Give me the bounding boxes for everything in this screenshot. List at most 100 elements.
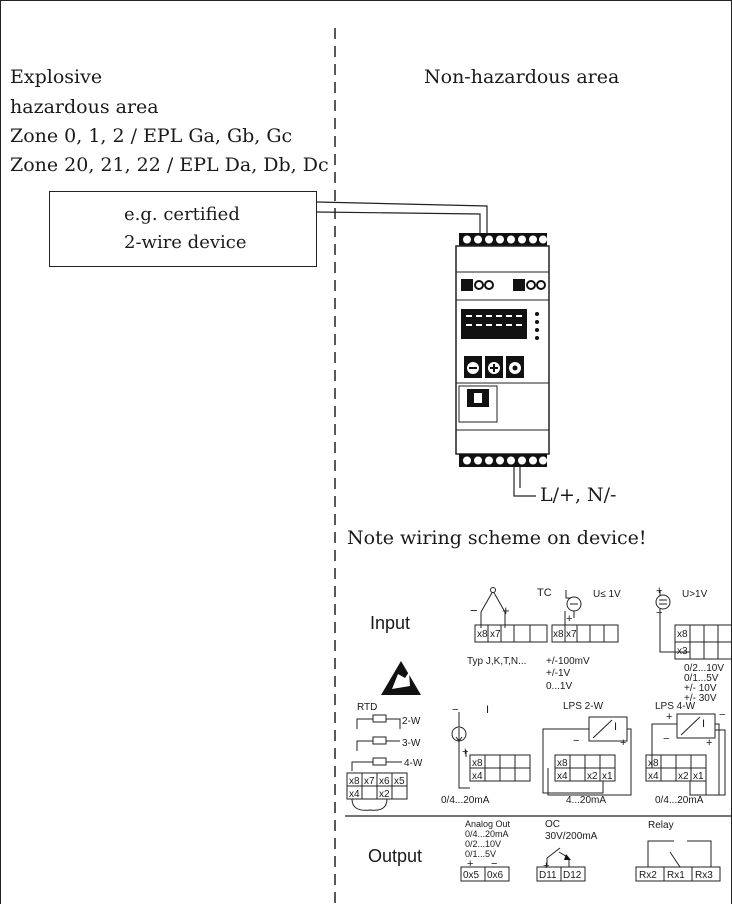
svg-text:x3: x3 bbox=[677, 646, 688, 657]
svg-text:x8: x8 bbox=[677, 629, 688, 640]
hazard-zone-dust: Zone 20, 21, 22 / EPL Da, Db, Dc bbox=[10, 154, 329, 176]
svg-text:U≤ 1V: U≤ 1V bbox=[593, 589, 621, 600]
svg-text:30V/200mA: 30V/200mA bbox=[545, 831, 598, 842]
svg-text:x8: x8 bbox=[349, 776, 360, 787]
svg-text:+: + bbox=[467, 858, 473, 870]
oc-scheme: OC 30V/200mA + D11 D12 bbox=[536, 819, 598, 882]
svg-text:−: − bbox=[470, 603, 478, 618]
supply-label: L/+, N/- bbox=[540, 484, 617, 506]
svg-text:Rx3: Rx3 bbox=[695, 870, 713, 881]
svg-text:x6: x6 bbox=[379, 776, 390, 787]
svg-text:x4: x4 bbox=[557, 771, 568, 782]
svg-text:+: + bbox=[620, 737, 626, 749]
svg-text:0/1...5V: 0/1...5V bbox=[684, 673, 719, 684]
device-box-line-2: 2-wire device bbox=[124, 232, 247, 253]
wire-2 bbox=[316, 211, 481, 233]
svg-text:−: − bbox=[452, 704, 458, 716]
wiring-note: Note wiring scheme on device! bbox=[347, 527, 647, 549]
supply-wire bbox=[513, 467, 536, 497]
svg-text:x8: x8 bbox=[472, 758, 483, 769]
svg-text:0/4...20mA: 0/4...20mA bbox=[441, 795, 490, 806]
output-title: Output bbox=[368, 846, 422, 866]
svg-text:x7: x7 bbox=[566, 629, 577, 640]
svg-text:TC: TC bbox=[537, 587, 552, 599]
current-input-scheme: I − + x8 x4 0/4...20mA bbox=[441, 704, 531, 806]
svg-text:3-W: 3-W bbox=[402, 738, 421, 749]
svg-text:D11: D11 bbox=[539, 870, 557, 881]
svg-text:LPS 4-W: LPS 4-W bbox=[655, 701, 696, 712]
svg-text:LPS 2-W: LPS 2-W bbox=[563, 701, 604, 712]
svg-text:x4: x4 bbox=[472, 771, 483, 782]
svg-text:D12: D12 bbox=[563, 870, 582, 881]
u-low-scheme: U≤ 1V + x8 x7 +/-100mV +/-1V 0...1V bbox=[546, 589, 621, 692]
svg-text:0/4...20mA: 0/4...20mA bbox=[465, 829, 509, 839]
svg-text:+: + bbox=[566, 613, 572, 625]
svg-text:x4: x4 bbox=[648, 771, 659, 782]
svg-text:x2: x2 bbox=[379, 789, 390, 800]
relay-scheme: Relay Rx2 Rx1 Rx3 bbox=[635, 820, 721, 882]
hazard-zone-gas: Zone 0, 1, 2 / EPL Ga, Gb, Gc bbox=[10, 125, 293, 147]
esd-warning-icon bbox=[381, 661, 421, 695]
svg-text:−: − bbox=[719, 709, 725, 721]
svg-text:+: + bbox=[656, 585, 662, 597]
svg-text:2-W: 2-W bbox=[402, 716, 421, 727]
svg-text:−: − bbox=[491, 858, 497, 870]
svg-text:0/2...10V: 0/2...10V bbox=[465, 839, 501, 849]
svg-text:4-W: 4-W bbox=[404, 758, 423, 769]
svg-text:x8: x8 bbox=[648, 758, 659, 769]
svg-text:x4: x4 bbox=[349, 789, 360, 800]
svg-text:I: I bbox=[486, 704, 489, 716]
tc-scheme: TC − + x8 x7 Typ J,K,T,N... bbox=[467, 587, 552, 667]
svg-text:Rx1: Rx1 bbox=[667, 870, 685, 881]
device-box-line-1: e.g. certified bbox=[124, 204, 240, 225]
svg-text:−: − bbox=[573, 735, 579, 747]
svg-text:0...1V: 0...1V bbox=[546, 681, 572, 692]
svg-text:0/2...10V: 0/2...10V bbox=[684, 663, 724, 674]
svg-text:+/- 10V: +/- 10V bbox=[684, 683, 717, 694]
svg-text:I: I bbox=[614, 721, 617, 733]
svg-text:Analog Out: Analog Out bbox=[465, 819, 511, 829]
svg-text:RTD: RTD bbox=[357, 702, 377, 713]
svg-text:x8: x8 bbox=[557, 758, 568, 769]
lps4-scheme: LPS 4-W I + − − + x8 x4 x2 x1 0/4...20mA bbox=[645, 701, 726, 806]
svg-text:Typ J,K,T,N...: Typ J,K,T,N... bbox=[467, 656, 526, 667]
analog-out-scheme: Analog Out 0/4...20mA 0/2...10V 0/1...5V… bbox=[460, 819, 511, 882]
svg-text:+: + bbox=[462, 746, 468, 758]
svg-text:+/-1V: +/-1V bbox=[546, 668, 571, 679]
svg-text:Rx2: Rx2 bbox=[639, 870, 657, 881]
svg-text:x7: x7 bbox=[364, 776, 375, 787]
wire-1 bbox=[316, 201, 488, 233]
rtd-scheme: RTD 2-W 3-W 4-W x8 x7 x6 x5 x4 x2 bbox=[346, 702, 423, 811]
top-terminal-block bbox=[459, 233, 547, 246]
svg-text:0x5: 0x5 bbox=[463, 870, 480, 881]
svg-text:+: + bbox=[502, 603, 510, 618]
svg-text:x8: x8 bbox=[477, 629, 488, 640]
svg-text:OC: OC bbox=[545, 819, 560, 830]
hazard-line-1: Explosive bbox=[10, 66, 103, 88]
certified-device-box: e.g. certified 2-wire device bbox=[49, 191, 317, 267]
svg-text:x2: x2 bbox=[587, 771, 598, 782]
input-title: Input bbox=[370, 613, 410, 633]
lps2-scheme: LPS 2-W I − + x8 x4 x2 x1 4...20mA bbox=[542, 701, 632, 806]
u-high-scheme: U>1V + − x8 x3 0/2...10V 0/1...5V +/- 10… bbox=[655, 585, 732, 704]
svg-text:Relay: Relay bbox=[648, 820, 674, 831]
svg-text:+/- 30V: +/- 30V bbox=[684, 693, 717, 704]
svg-text:x5: x5 bbox=[394, 776, 405, 787]
svg-text:+: + bbox=[666, 711, 672, 723]
svg-text:+: + bbox=[706, 737, 712, 749]
svg-text:x8: x8 bbox=[553, 629, 564, 640]
svg-text:0x6: 0x6 bbox=[487, 870, 504, 881]
svg-text:0/4...20mA: 0/4...20mA bbox=[655, 795, 704, 806]
svg-text:x7: x7 bbox=[490, 629, 501, 640]
svg-text:I: I bbox=[702, 718, 705, 730]
svg-text:−: − bbox=[663, 733, 669, 745]
hazard-line-2: hazardous area bbox=[10, 96, 159, 118]
svg-text:+: + bbox=[543, 860, 549, 872]
svg-text:x1: x1 bbox=[602, 771, 613, 782]
svg-text:x2: x2 bbox=[678, 771, 689, 782]
svg-text:U>1V: U>1V bbox=[682, 589, 708, 600]
bottom-terminal-block bbox=[459, 454, 547, 467]
